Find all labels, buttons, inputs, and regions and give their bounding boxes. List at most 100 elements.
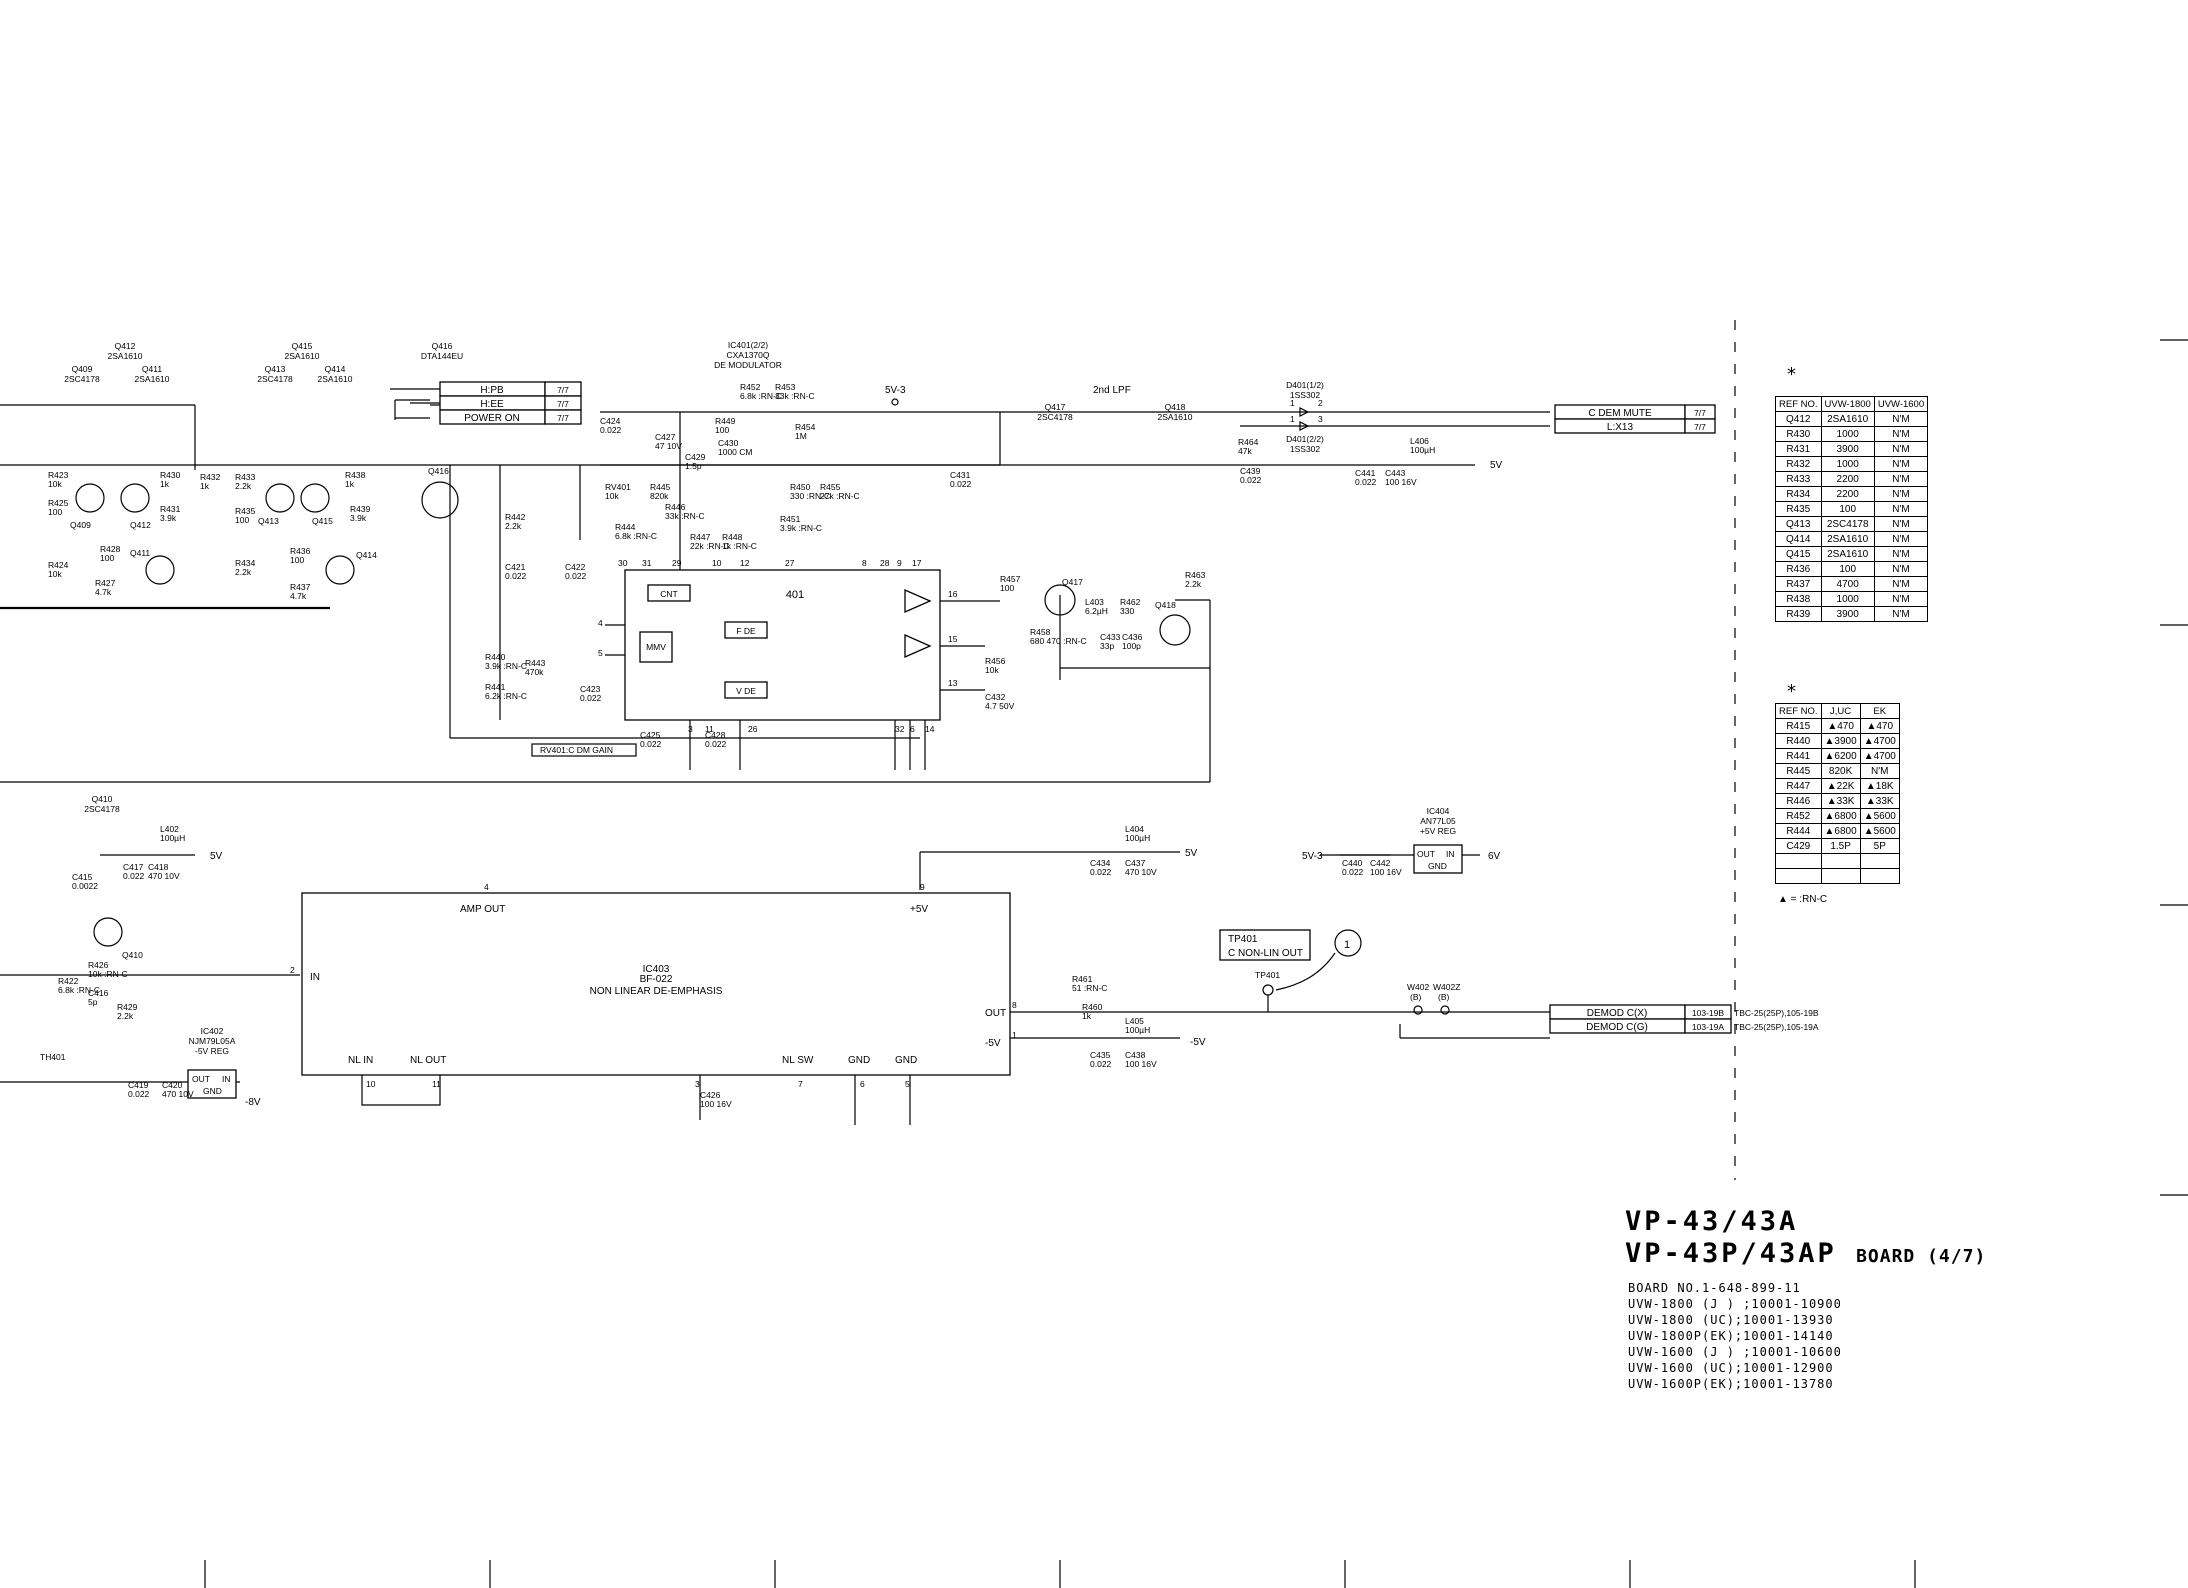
table-cell: R445 — [1775, 763, 1822, 779]
component-value: 100p — [1122, 641, 1141, 651]
component-ref: C425 — [640, 730, 661, 740]
component-ref: R458 — [1030, 627, 1051, 637]
component-ref: R425 — [48, 498, 69, 508]
table-cell — [1820, 853, 1861, 869]
svg-text:GND: GND — [895, 1055, 917, 1066]
component-value: 100 — [715, 425, 729, 435]
conn-hee: H:EE — [480, 399, 504, 410]
title-line-2: VP-43P/43AP BOARD (4/7) — [1625, 1238, 1986, 1269]
title-model: VP-43P/43AP — [1625, 1238, 1837, 1269]
component-ref: R426 — [88, 960, 109, 970]
svg-text:IN: IN — [1446, 849, 1455, 859]
table-cell: ▲33K — [1820, 793, 1861, 809]
table-cell: N'M — [1873, 486, 1929, 502]
svg-text:12: 12 — [740, 558, 750, 568]
q411-symbol — [145, 555, 175, 585]
component-value: 2.2k — [505, 521, 522, 531]
component-ref: C431 — [950, 470, 971, 480]
svg-text:OUT: OUT — [1417, 849, 1435, 859]
q410-part: 2SC4178 — [84, 804, 120, 814]
svg-text:14: 14 — [925, 724, 935, 734]
table-cell: 2200 — [1820, 486, 1875, 502]
table-row: R444▲6800▲5600 — [1775, 823, 1900, 839]
table-cell: R452 — [1775, 808, 1822, 824]
component-ref: C423 — [580, 684, 601, 694]
component-ref: C418 — [148, 862, 169, 872]
conn-page-2: 7/7 — [557, 399, 569, 409]
component-ref: R442 — [505, 512, 526, 522]
q417-name: Q417 — [1045, 402, 1066, 412]
component-ref: R433 — [235, 472, 256, 482]
component-ref: L403 — [1085, 597, 1104, 607]
svg-text:9: 9 — [920, 882, 925, 892]
table-cell: ▲4700 — [1859, 733, 1900, 749]
component-value: 820k — [650, 491, 669, 501]
table-cell: ▲470 — [1859, 718, 1900, 734]
svg-text:TP401: TP401 — [1255, 970, 1280, 980]
table-cell: 2SA1610 — [1820, 531, 1875, 547]
q409-name: Q409 — [72, 364, 93, 374]
ic401-inner: 401 — [786, 589, 804, 601]
table-cell: N'M — [1873, 441, 1929, 457]
svg-text:1SS302: 1SS302 — [1290, 444, 1321, 454]
ic401-block-mmv: MMV — [646, 642, 666, 652]
q415-name: Q415 — [292, 341, 313, 351]
net-m5v: -5V — [1190, 1037, 1206, 1048]
table-cell: R430 — [1775, 426, 1822, 442]
table-cell: R441 — [1775, 748, 1822, 764]
table-cell: 1000 — [1820, 591, 1875, 607]
board-info-line: UVW-1600P(EK);10001-13780 — [1628, 1377, 1834, 1391]
board-info-line: UVW-1800P(EK);10001-14140 — [1628, 1329, 1834, 1343]
svg-text:AMP OUT: AMP OUT — [460, 904, 505, 915]
th401-label: TH401 — [40, 1052, 66, 1062]
table-cell: 820K — [1820, 763, 1861, 779]
svg-text:5: 5 — [598, 648, 603, 658]
component-value: 6.8k :RN-C — [615, 531, 657, 541]
q412-symbol — [120, 483, 150, 513]
svg-text:+5V: +5V — [910, 904, 928, 915]
q417-tag: Q417 — [1062, 577, 1083, 587]
table-cell: ▲5600 — [1859, 808, 1900, 824]
component-value: 0.022 — [128, 1089, 150, 1099]
component-ref: R436 — [290, 546, 311, 556]
component-value: 4.7k — [95, 587, 112, 597]
q409-symbol — [75, 483, 105, 513]
table-cell: 100 — [1820, 561, 1875, 577]
svg-text:TP401: TP401 — [1228, 934, 1258, 945]
svg-text:10: 10 — [712, 558, 722, 568]
component-ref: C434 — [1090, 858, 1111, 868]
svg-text:16: 16 — [948, 589, 958, 599]
table-cell: N'M — [1873, 426, 1929, 442]
table-cell: R440 — [1775, 733, 1822, 749]
net-labels: 5V-3 2nd LPF 5V 5V 5V 5V-3 6V -8V -5V RV… — [40, 385, 1503, 1108]
component-ref: R452 — [740, 382, 761, 392]
svg-text:TBC-25(25P),105-19A: TBC-25(25P),105-19A — [1734, 1022, 1819, 1032]
component-value: 47k — [1238, 446, 1252, 456]
component-value: 1k — [200, 481, 210, 491]
svg-text:IC404: IC404 — [1427, 806, 1450, 816]
q418-name: Q418 — [1165, 402, 1186, 412]
component-value: 3.9k — [160, 513, 177, 523]
board-info-line: UVW-1600 (J ) ;10001-10600 — [1628, 1345, 1842, 1359]
component-ref: C421 — [505, 562, 526, 572]
net-5v3-top: 5V-3 — [885, 385, 906, 396]
component-ref: C427 — [655, 432, 676, 442]
component-value: 1.5p — [685, 461, 702, 471]
table-cell: N'M — [1873, 561, 1929, 577]
table-cell: ▲5600 — [1859, 823, 1900, 839]
component-value: 100 16V — [1125, 1059, 1157, 1069]
table-cell: ▲3900 — [1820, 733, 1861, 749]
component-ref: C415 — [72, 872, 93, 882]
component-value: 100µH — [1125, 1025, 1150, 1035]
q416-tag: Q416 — [428, 466, 449, 476]
q415-symbol — [300, 483, 330, 513]
svg-text:27: 27 — [785, 558, 795, 568]
table-cell — [1859, 853, 1900, 869]
table-cell: 5P — [1859, 838, 1900, 854]
